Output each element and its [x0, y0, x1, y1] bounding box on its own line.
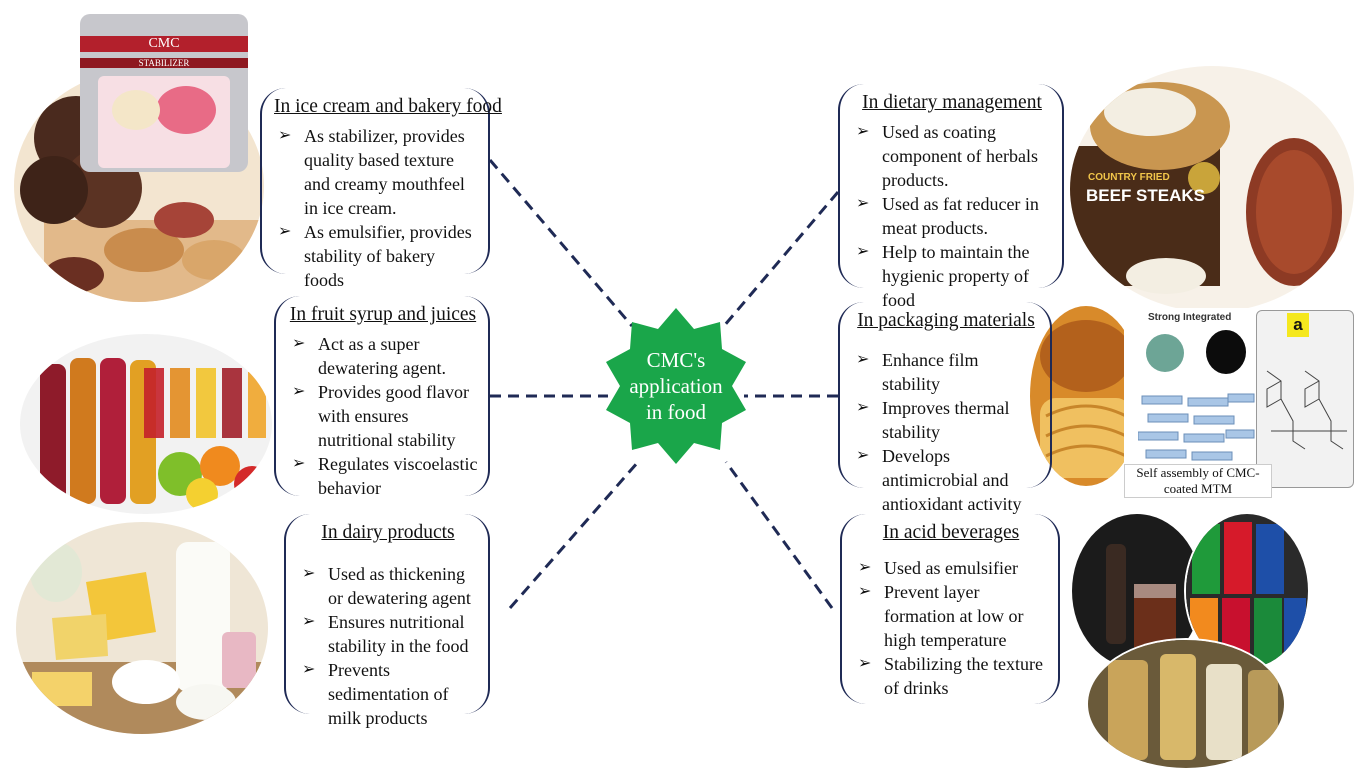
list-item: ➢Act as a super dewatering agent.	[292, 334, 446, 378]
packaging-caption: Self assembly of CMC-coated MTM	[1124, 464, 1272, 498]
card-fruit-syrup: In fruit syrup and juices ➢Act as a supe…	[274, 296, 490, 498]
card-list-ice-cream: ➢As stabilizer, provides quality based t…	[274, 124, 478, 292]
list-item: ➢Used as thickening or dewatering agent	[302, 564, 471, 608]
star-badge-shape	[606, 308, 746, 464]
card-title-dietary: In dietary management	[862, 92, 1042, 113]
cmc-stabilizer-packet: CMC STABILIZER	[80, 14, 248, 172]
connector-acid-beverages	[724, 461, 834, 609]
packaging-mtm-diagram: Strong Integrated a Self assembly of CMC…	[1124, 308, 1354, 506]
mtm-circle-1	[1146, 334, 1184, 372]
list-item: ➢Provides good flavor with ensures nutri…	[292, 382, 469, 450]
center-label: CMC's application in food	[629, 348, 723, 424]
list-item: ➢As emulsifier, provides stability of ba…	[278, 222, 472, 290]
beef-pack-label: BEEF STEAKS	[1086, 186, 1206, 205]
molecule-structure	[1266, 370, 1347, 450]
cmc-packet-label: CMC	[80, 36, 248, 52]
bullet-arrow-icon: ➢	[292, 455, 306, 472]
bullet-arrow-icon: ➢	[292, 335, 306, 352]
card-dietary: In dietary management ➢Used as coating c…	[838, 84, 1064, 310]
list-item: ➢Ensures nutritional stability in the fo…	[302, 612, 469, 656]
bullet-arrow-icon: ➢	[856, 243, 870, 260]
bullet-arrow-icon: ➢	[278, 127, 292, 144]
molecule-panel: a	[1256, 310, 1354, 488]
list-item: ➢Prevents sedimentation of milk products	[302, 660, 449, 728]
connector-dairy	[508, 461, 640, 609]
list-item: ➢Used as emulsifier	[858, 558, 1018, 578]
packaging-food-photo	[1030, 306, 1142, 486]
list-item: ➢Stabilizing the texture of drinks	[858, 654, 1043, 698]
card-list-acid-beverages: ➢Used as emulsifier ➢Prevent layer forma…	[854, 556, 1048, 700]
strong-integrated-label: Strong Integrated	[1148, 312, 1232, 323]
bullet-arrow-icon: ➢	[302, 661, 316, 678]
card-acid-beverages: In acid beverages ➢Used as emulsifier ➢P…	[840, 514, 1060, 704]
card-dairy: In dairy products ➢Used as thickening or…	[284, 514, 490, 728]
bullet-arrow-icon: ➢	[858, 559, 872, 576]
card-title-packaging: In packaging materials	[857, 310, 1035, 331]
card-title-fruit-syrup: In fruit syrup and juices	[289, 304, 477, 325]
dairy-products-photo	[16, 522, 268, 734]
bullet-arrow-icon: ➢	[858, 583, 872, 600]
connector-ice-cream	[488, 159, 634, 327]
cmc-packet-sublabel: STABILIZER	[80, 58, 248, 68]
bullet-arrow-icon: ➢	[302, 565, 316, 582]
fruit-syrup-juice-photo	[20, 334, 272, 514]
packet-ice-cream-image	[98, 76, 230, 168]
panel-letter-badge: a	[1287, 313, 1309, 337]
bullet-arrow-icon: ➢	[856, 195, 870, 212]
bullet-arrow-icon: ➢	[302, 613, 316, 630]
card-packaging: In packaging materials ➢Enhance film sta…	[838, 302, 1052, 514]
list-item: ➢Help to maintain the hygienic property …	[856, 242, 1030, 310]
card-title-dairy: In dairy products	[321, 522, 455, 543]
bullet-arrow-icon: ➢	[292, 383, 306, 400]
mtm-circle-2	[1206, 330, 1246, 374]
card-list-dairy: ➢Used as thickening or dewatering agent …	[298, 562, 478, 730]
bullet-arrow-icon: ➢	[856, 123, 870, 140]
connector-dietary	[722, 191, 840, 327]
card-list-dietary: ➢Used as coating component of herbals pr…	[852, 120, 1052, 312]
list-item: ➢Enhance film stability	[856, 350, 979, 394]
list-item: ➢Develops antimicrobial and antioxidant …	[856, 446, 1022, 514]
list-item: ➢Regulates viscoelastic behavior	[292, 454, 478, 498]
list-item: ➢Used as coating component of herbals pr…	[856, 122, 1038, 190]
beef-pack-top-label: COUNTRY FRIED	[1088, 172, 1170, 183]
bullet-arrow-icon: ➢	[278, 223, 292, 240]
card-list-fruit-syrup: ➢Act as a super dewatering agent. ➢Provi…	[288, 332, 478, 500]
list-item: ➢Used as fat reducer in meat products.	[856, 194, 1039, 238]
card-title-acid-beverages: In acid beverages	[882, 522, 1020, 543]
list-item: ➢Improves thermal stability	[856, 398, 1010, 442]
list-item: ➢As stabilizer, provides quality based t…	[278, 126, 465, 218]
bullet-arrow-icon: ➢	[858, 655, 872, 672]
card-title-ice-cream: In ice cream and bakery food	[274, 96, 502, 117]
card-ice-cream-bakery: In ice cream and bakery food ➢As stabili…	[260, 88, 502, 290]
center-badge: CMC's application in food	[606, 308, 746, 464]
bullet-arrow-icon: ➢	[856, 447, 870, 464]
bullet-arrow-icon: ➢	[856, 399, 870, 416]
dietary-beef-steak-photo: COUNTRY FRIED BEEF STEAKS	[1070, 66, 1354, 312]
bullet-arrow-icon: ➢	[856, 351, 870, 368]
card-list-packaging: ➢Enhance film stability ➢Improves therma…	[852, 348, 1040, 516]
list-item: ➢Prevent layer formation at low or high …	[858, 582, 1024, 650]
acid-beverage-bottles-photo	[1088, 640, 1284, 768]
